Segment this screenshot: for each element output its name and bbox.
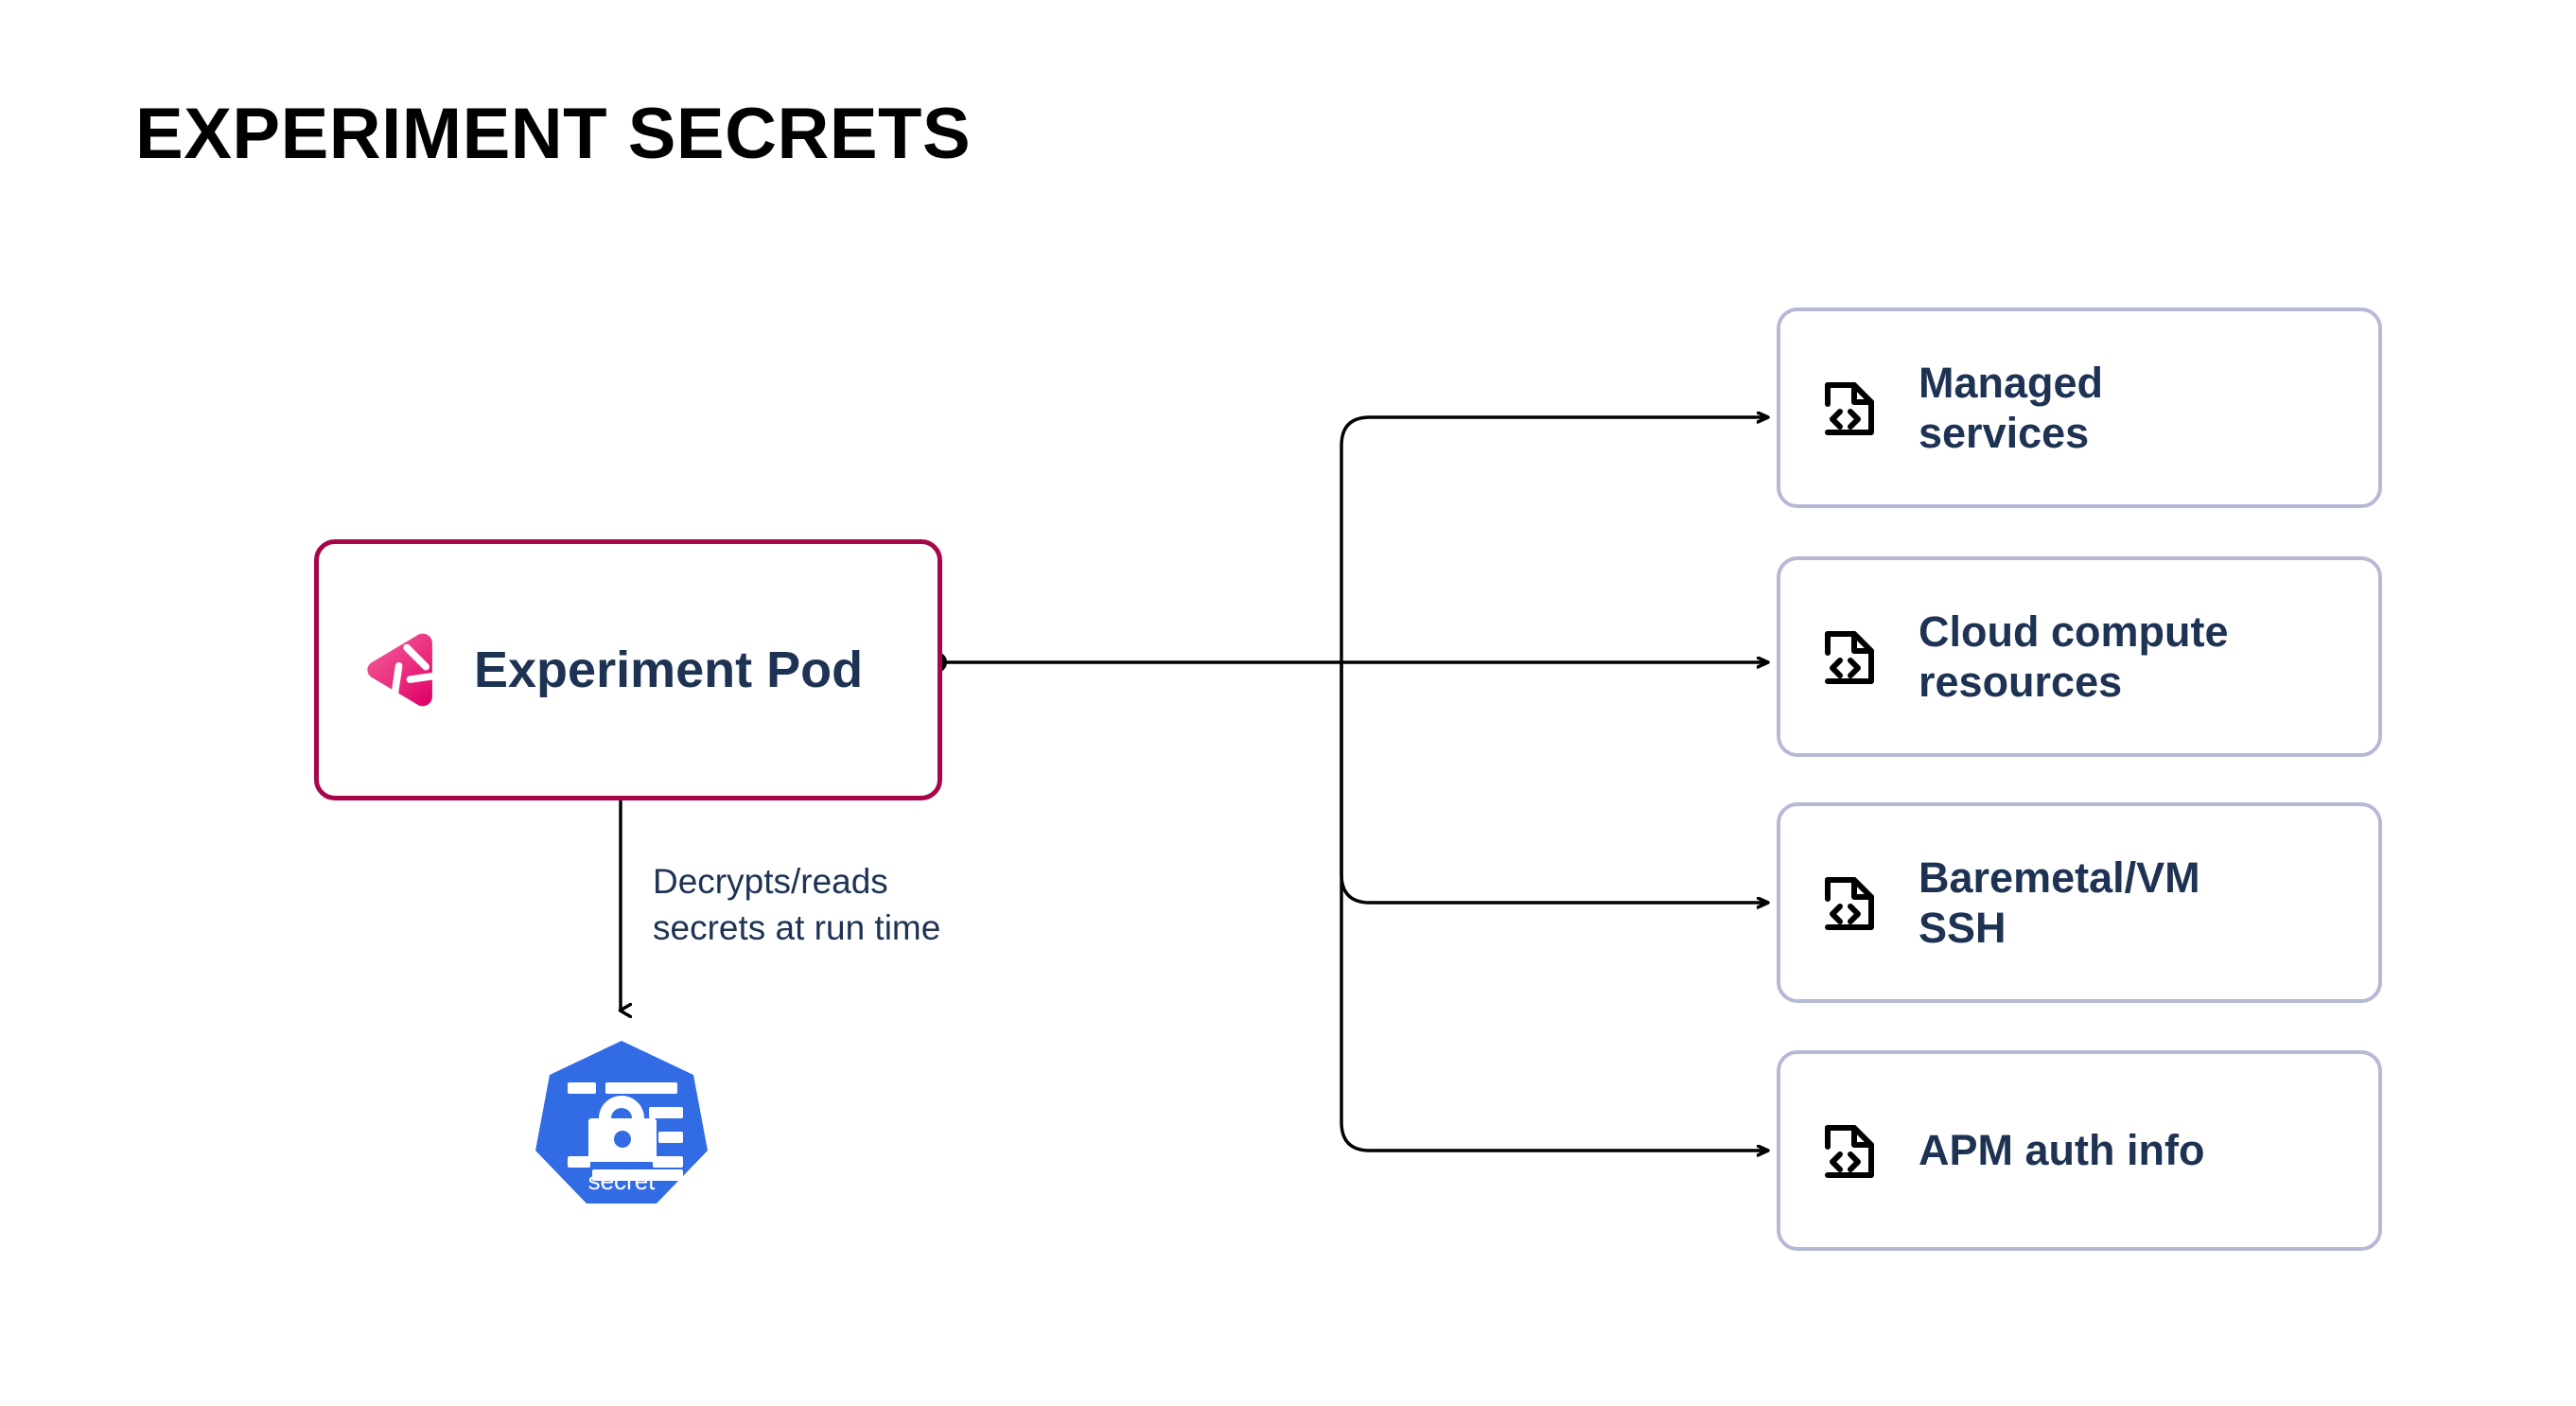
page-title: EXPERIMENT SECRETS: [135, 94, 972, 174]
resource-card-label: Cloud compute resources: [1919, 606, 2229, 706]
experiment-pod-node[interactable]: Experiment Pod: [314, 539, 942, 800]
edge-to-baremetal-ssh: [1340, 662, 1767, 903]
gremlin-logo: [367, 633, 436, 707]
edge-label-decrypts-reads: Decrypts/reads secrets at run time: [653, 862, 941, 947]
resource-card-managed-services[interactable]: Managed services: [1777, 308, 2382, 508]
resource-card-cloud-compute-resources[interactable]: Cloud compute resources: [1777, 556, 2382, 757]
edge-to-managed-services: [1340, 417, 1767, 662]
file-code-icon: [1825, 1125, 1874, 1178]
file-code-icon: [1825, 877, 1874, 930]
resource-card-apm-auth-info[interactable]: APM auth info: [1777, 1050, 2382, 1251]
kubernetes-secret-icon: secret: [535, 1041, 708, 1204]
experiment-pod-label: Experiment Pod: [474, 641, 864, 698]
resource-card-label: Baremetal/VM SSH: [1919, 852, 2200, 952]
kubernetes-secret-node[interactable]: secret: [535, 1039, 708, 1207]
edge-to-apm-auth: [1340, 662, 1767, 1151]
resource-card-label: Managed services: [1919, 358, 2104, 457]
kubernetes-secret-label: secret: [588, 1167, 657, 1195]
file-code-icon: [1825, 382, 1874, 435]
resource-card-label: APM auth info: [1919, 1126, 2205, 1175]
resource-card-baremetal-vm-ssh[interactable]: Baremetal/VM SSH: [1777, 802, 2382, 1003]
file-code-icon: [1825, 631, 1874, 684]
